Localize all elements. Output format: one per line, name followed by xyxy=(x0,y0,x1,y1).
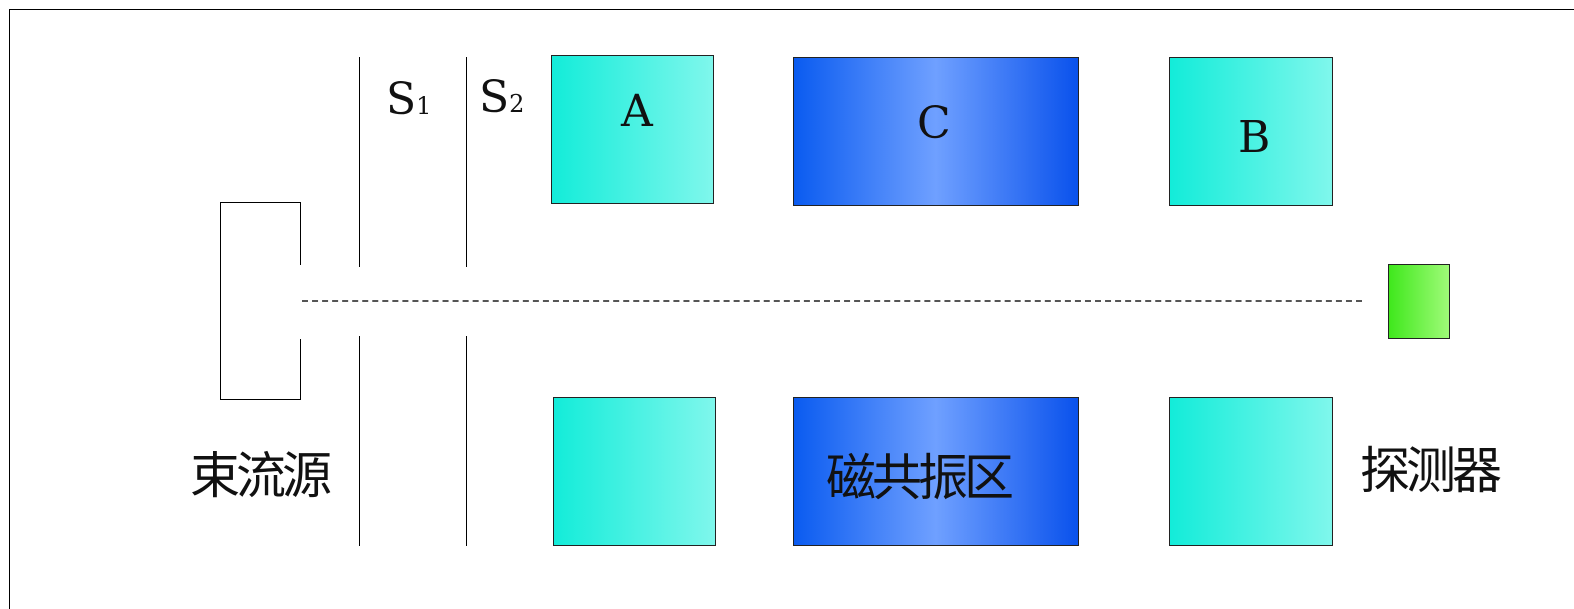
magnet-c-lower xyxy=(793,397,1079,546)
magnet-c-label: C xyxy=(917,98,951,149)
slit1-lower xyxy=(359,336,360,546)
slit1-label-main: S xyxy=(386,74,417,125)
detector-label: 探测器 xyxy=(1360,442,1502,500)
magnet-a-label: A xyxy=(621,86,653,137)
slit2-lower xyxy=(466,336,467,546)
magnet-b-lower xyxy=(1169,397,1333,546)
slit2-label-main: S xyxy=(479,72,510,123)
slit2-label-sub: 2 xyxy=(509,90,525,118)
magnet-c-upper xyxy=(793,57,1079,206)
magnet-a-upper xyxy=(551,55,714,204)
magnet-b-label: B xyxy=(1238,112,1271,163)
slit2-upper xyxy=(466,57,467,267)
beam-source-box xyxy=(220,202,301,400)
beam-source-label: 束流源 xyxy=(190,447,332,505)
slit1-label: S1 xyxy=(386,74,431,125)
resonance-region-label: 磁共振区 xyxy=(826,449,1014,507)
magnet-b-upper xyxy=(1169,57,1333,206)
beam-source-right-upper xyxy=(300,202,301,265)
diagram-frame xyxy=(9,9,1574,609)
detector-box xyxy=(1388,264,1450,339)
beam-source-right-lower xyxy=(300,339,301,400)
magnet-a-lower xyxy=(553,397,716,546)
slit1-label-sub: 1 xyxy=(416,92,432,120)
beam-path xyxy=(302,300,1362,302)
slit2-label: S2 xyxy=(479,72,524,123)
slit1-upper xyxy=(359,57,360,267)
